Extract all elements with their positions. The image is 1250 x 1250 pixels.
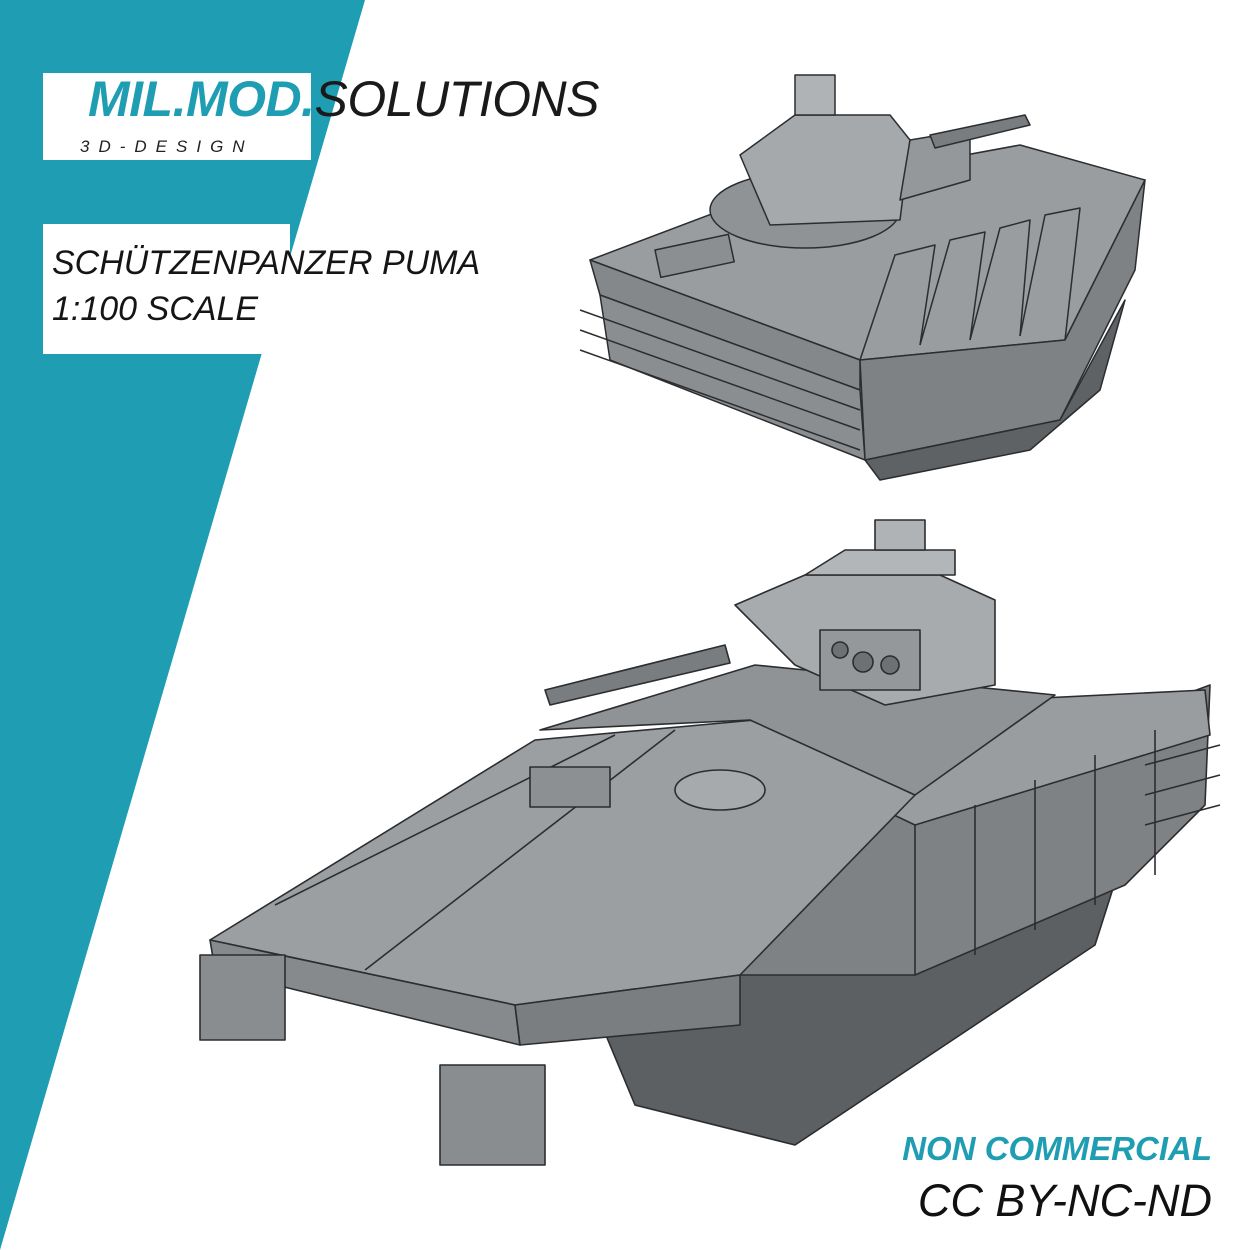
product-title: SCHÜTZENPANZER PUMA [52,244,481,282]
brand-logo: MIL.MOD.SOLUTIONS [88,74,599,124]
license-code: CC BY-NC-ND [917,1175,1212,1226]
ifv-render-front-view-icon [199,519,1221,1166]
brand-tagline: 3D-DESIGN [80,137,254,156]
ifv-render-rear-view-icon [579,74,1146,481]
product-scale: 1:100 SCALE [52,290,259,328]
logo-box [43,73,311,160]
license-usage: NON COMMERCIAL [902,1130,1212,1167]
brand-name-rest: SOLUTIONS [314,71,600,127]
brand-name-accent: MIL.MOD. [88,71,315,127]
title-box [43,224,290,354]
